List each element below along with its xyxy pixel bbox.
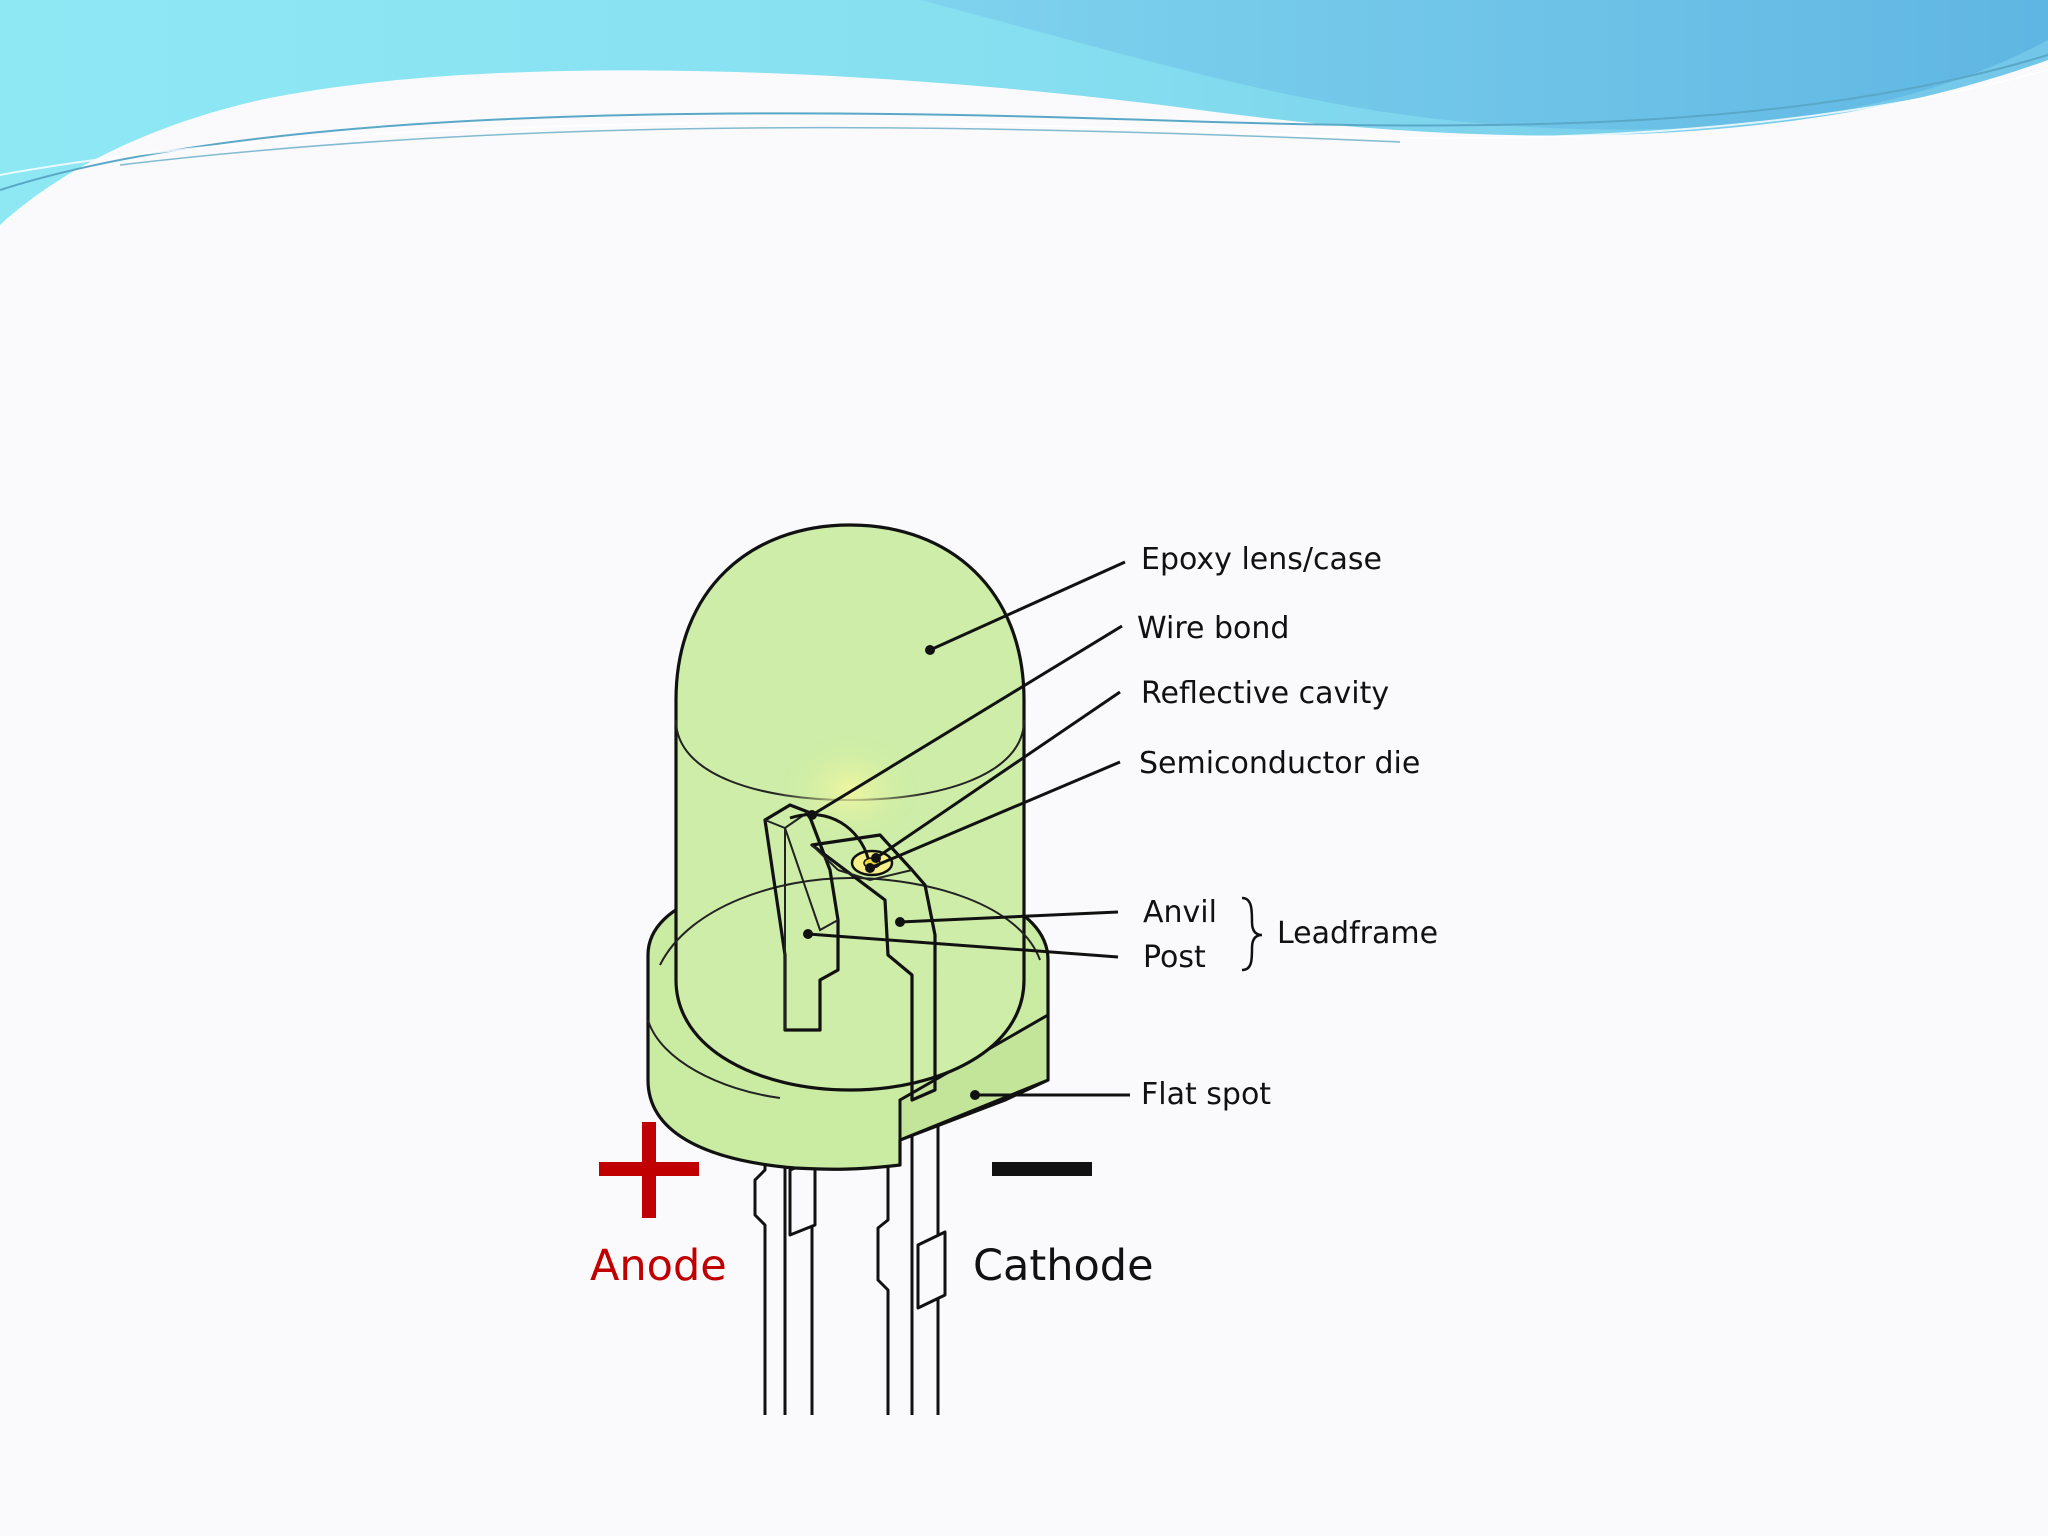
label-cathode: Cathode bbox=[973, 1241, 1154, 1291]
header-wave-decoration bbox=[0, 0, 2048, 225]
plus-sign-icon bbox=[599, 1122, 699, 1218]
label-reflective-cavity: Reflective cavity bbox=[1141, 676, 1389, 711]
label-epoxy-lens-case: Epoxy lens/case bbox=[1141, 542, 1382, 577]
label-anode: Anode bbox=[590, 1241, 727, 1291]
leadframe-internals bbox=[763, 803, 937, 1102]
label-anvil: Anvil bbox=[1143, 895, 1217, 930]
label-semiconductor-die: Semiconductor die bbox=[1139, 746, 1420, 781]
led-body bbox=[646, 523, 1050, 1171]
label-post: Post bbox=[1143, 940, 1206, 975]
label-leadframe: Leadframe bbox=[1277, 916, 1438, 951]
label-wire-bond: Wire bond bbox=[1137, 611, 1289, 646]
led-leads bbox=[753, 1100, 947, 1415]
minus-sign-icon bbox=[992, 1162, 1092, 1176]
leader-lines bbox=[803, 560, 1130, 1100]
label-flat-spot: Flat spot bbox=[1141, 1077, 1271, 1112]
leadframe-brace bbox=[1241, 896, 1263, 972]
